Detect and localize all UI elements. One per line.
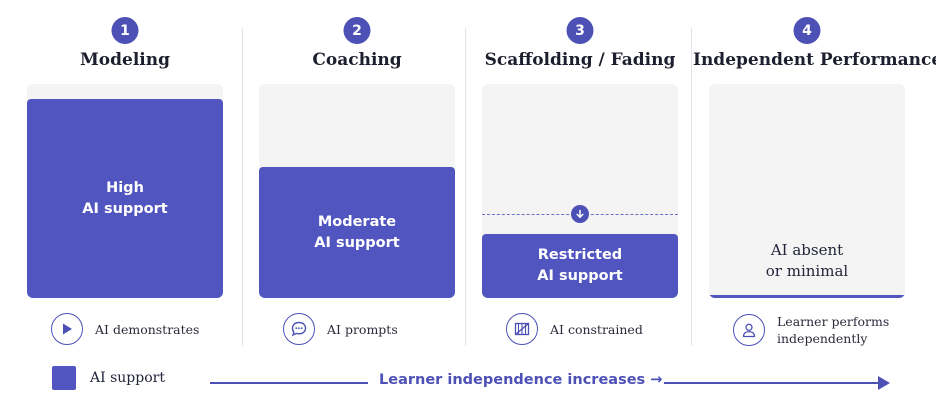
legend-label: AI support (90, 370, 165, 386)
support-label: AI absent or minimal (765, 241, 849, 280)
stage-number-badge: 4 (793, 17, 821, 44)
stage-title: Modeling (79, 50, 171, 70)
stage-modeling: 1 Modeling High AI support AI demonstrat… (11, 0, 239, 352)
stage-caption: AI constrained (506, 313, 643, 345)
caption-text: Learner performs independently (777, 314, 890, 346)
support-card: High AI support (27, 84, 223, 298)
arrow-down-icon (571, 205, 589, 223)
play-icon (51, 313, 83, 345)
stage-independent-performance: 4 Independent Performance AI absent or m… (693, 0, 936, 352)
fence-icon (506, 313, 538, 345)
independence-axis-line-right (664, 382, 882, 384)
support-label: High AI support (82, 179, 168, 217)
minimal-support-line (709, 295, 905, 298)
chat-bubble-icon (283, 313, 315, 345)
support-fill: Restricted AI support (482, 234, 678, 298)
stage-title: Scaffolding / Fading (484, 50, 676, 70)
independence-axis-line-left (210, 382, 368, 384)
support-card: Moderate AI support (259, 84, 455, 298)
stage-caption: Learner performs independently (733, 313, 889, 347)
legend: AI support (52, 366, 165, 390)
stage-coaching: 2 Coaching Moderate AI support AI prompt… (243, 0, 471, 352)
stage-title: Independent Performance (693, 50, 936, 70)
support-fill: High AI support (27, 99, 223, 298)
stage-divider (242, 28, 243, 346)
support-card: Restricted AI support (482, 84, 678, 298)
caption-text: AI constrained (550, 321, 643, 337)
stage-caption: AI demonstrates (51, 313, 199, 345)
user-icon (733, 314, 765, 346)
stage-divider (465, 28, 466, 346)
caption-text: AI prompts (327, 321, 398, 337)
caption-text: AI demonstrates (95, 321, 200, 337)
stage-number-badge: 1 (111, 17, 139, 44)
support-fill: Moderate AI support (259, 167, 455, 298)
legend-swatch (52, 366, 76, 390)
support-card: AI absent or minimal (709, 84, 905, 298)
stage-title: Coaching (312, 50, 402, 70)
support-label: Restricted AI support (537, 247, 623, 284)
stage-number-badge: 2 (343, 17, 371, 44)
stage-divider (691, 28, 692, 346)
stage-number-badge: 3 (566, 17, 594, 44)
support-label: Moderate AI support (314, 213, 400, 251)
stage-caption: AI prompts (283, 313, 398, 345)
arrow-right-icon (878, 376, 890, 390)
stage-scaffolding: 3 Scaffolding / Fading Restricted AI sup… (466, 0, 694, 352)
independence-axis-label: Learner independence increases → (379, 372, 663, 388)
